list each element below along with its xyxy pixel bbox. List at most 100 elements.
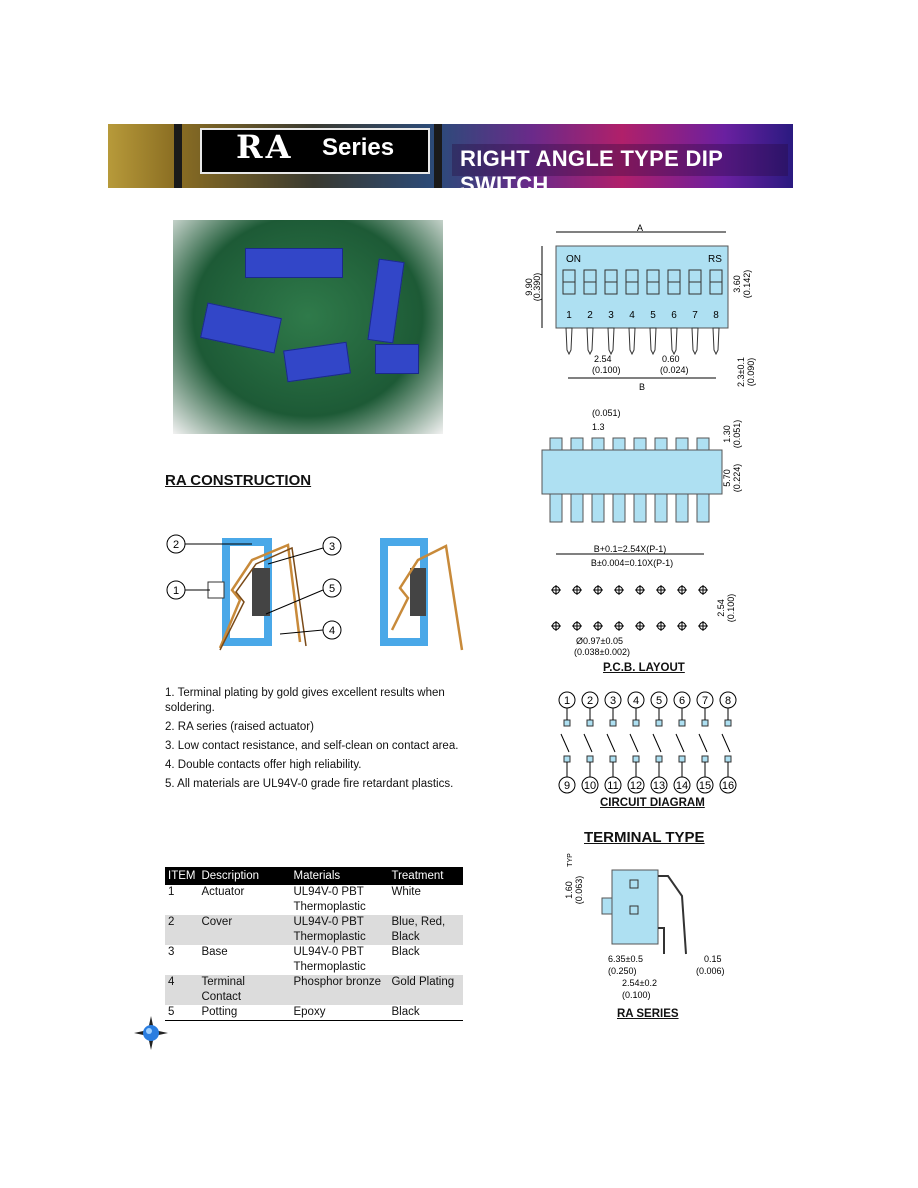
- terminal-window-2: [629, 905, 639, 915]
- dim-cap: 1.30: [722, 425, 732, 443]
- cell-description: Terminal Contact: [198, 975, 291, 1005]
- terminal-contact-left: [218, 543, 302, 649]
- position-number: 7: [692, 310, 698, 321]
- pin-number: 14: [676, 780, 688, 792]
- table-header-row: ITEM Description Materials Treatment: [165, 867, 463, 885]
- terminal-lead-2: [658, 927, 665, 954]
- callout-2-label: 2: [173, 539, 179, 551]
- dim-pin: 0.60: [662, 354, 680, 364]
- position-number: 2: [587, 310, 593, 321]
- cell-description: Base: [201, 946, 228, 958]
- position-number: 8: [713, 310, 719, 321]
- table-row: 3 Base UL94V-0 PBT Thermoplastic Black: [165, 945, 463, 975]
- switch-blade: [675, 733, 685, 753]
- page-title: RIGHT ANGLE TYPE DIP SWITCH: [460, 146, 723, 197]
- switch-blade: [629, 733, 639, 753]
- photo-switch-10pos: [245, 248, 343, 278]
- cell-materials: Epoxy: [293, 1006, 326, 1018]
- callout-5-leader: [265, 589, 324, 615]
- col-treatment: Treatment: [388, 867, 463, 885]
- callout-3-label: 3: [329, 541, 335, 553]
- dim-a: 6.35±0.5: [608, 954, 643, 964]
- cell-item: 4: [165, 975, 199, 1005]
- switch-blade: [698, 733, 708, 753]
- header-banner: RA Series RIGHT ANGLE TYPE DIP SWITCH: [108, 124, 793, 197]
- terminal-contact-right: [390, 544, 464, 651]
- photo-switch-8pos: [200, 302, 282, 354]
- switch-blade: [721, 733, 731, 753]
- photo-switch-vertical: [367, 258, 405, 344]
- dim-t: 0.15: [704, 954, 722, 964]
- terminal-pin: [649, 327, 657, 356]
- series-code: RA: [236, 128, 294, 166]
- callout-4-leader: [279, 629, 324, 635]
- actuator-cap: [570, 437, 584, 451]
- pin-number: 13: [653, 780, 665, 792]
- banner-bracket-left: [174, 124, 182, 188]
- cell-materials: UL94V-0 PBT Thermoplastic: [293, 946, 366, 973]
- terminal-type-heading: TERMINAL TYPE: [584, 829, 705, 846]
- contact-top: [655, 719, 663, 727]
- callout-4-label: 4: [329, 625, 335, 637]
- contact-top: [586, 719, 594, 727]
- cell-item: 3: [168, 946, 175, 958]
- terminal-body: [611, 869, 659, 945]
- feature-item: 4. Double contacts offer high reliabilit…: [165, 759, 362, 771]
- dim-height: 9.90: [524, 278, 534, 296]
- side-terminals: [549, 493, 710, 523]
- dim-h-typ: TYP: [567, 853, 574, 867]
- dim-row: 2.54: [716, 599, 726, 617]
- terminal-pin: [586, 327, 594, 356]
- dim-body: 5.70: [722, 469, 732, 487]
- side-terminal: [612, 493, 626, 523]
- pin-number: 2: [587, 695, 593, 707]
- pin-number: 10: [584, 780, 596, 792]
- terminal-actuator: [601, 897, 613, 915]
- terminal-pins: [565, 327, 720, 356]
- feature-item: 2. RA series (raised actuator): [165, 721, 314, 733]
- front-view-drawing: A ON RS 1 2 3 4 5 6 7 8 9.90 (0.390) 3.6…: [524, 223, 756, 392]
- terminal-pin: [691, 327, 699, 356]
- dim-top: 1.3: [592, 422, 605, 432]
- pin-number: 6: [679, 695, 685, 707]
- side-terminal: [591, 493, 605, 523]
- callout-5: [322, 578, 342, 598]
- terminal-type-drawing: 1.60 TYP (0.063) 6.35±0.5 (0.250) 2.54±0…: [564, 853, 725, 1000]
- terminal-pin: [565, 327, 573, 356]
- pin-number: 16: [722, 780, 734, 792]
- series-word: Series: [322, 134, 395, 161]
- side-view-drawing: (0.051) 1.3 1.30 (0.051) 5.70 (0.224): [541, 408, 742, 523]
- cell-treatment: Black: [391, 946, 420, 958]
- rs-label: RS: [708, 254, 722, 265]
- cell-item: 1: [168, 886, 175, 898]
- pcb-layout-drawing: B+0.1=2.54X(P-1) B±0.004=0.10X(P-1) 2.54…: [551, 544, 736, 657]
- dim-b-label: B: [639, 382, 645, 392]
- construction-heading: RA CONSTRUCTION: [165, 472, 312, 489]
- dim-actuator: 3.60: [732, 275, 742, 293]
- actuator-cap: [633, 437, 647, 451]
- callout-3: [322, 536, 342, 556]
- terminal-contact-left-2: [219, 546, 307, 651]
- dim-h-in: (0.063): [574, 876, 584, 905]
- actuator-cap: [675, 437, 689, 451]
- terminal-caption: RA SERIES: [617, 1008, 679, 1020]
- pin-number: 15: [699, 780, 711, 792]
- actuator-cap: [591, 437, 605, 451]
- circuit-top-pins: 1 2 3 4 5 6 7 8: [564, 695, 731, 707]
- switch-blade: [606, 733, 616, 753]
- side-terminal: [570, 493, 584, 523]
- contact-bottom: [701, 755, 709, 763]
- construction-drawing: 2 1 3 5 4: [166, 534, 464, 651]
- cell-treatment: White: [391, 886, 421, 898]
- hole-dim-in: (0.038±0.002): [574, 647, 630, 657]
- dim-row-in: (0.100): [726, 594, 736, 623]
- side-body: [541, 449, 723, 495]
- contact-bottom: [655, 755, 663, 763]
- cell-item: 2: [165, 915, 199, 945]
- circuit-diagram: 1 2 3 4 5 6 7 8 9 10 11 12 13 14 15 16: [558, 691, 737, 794]
- switch-body: [555, 245, 729, 329]
- contact-top: [609, 719, 617, 727]
- pcb-holes: [551, 585, 708, 631]
- position-number: 5: [650, 310, 656, 321]
- terminal-pin: [670, 327, 678, 356]
